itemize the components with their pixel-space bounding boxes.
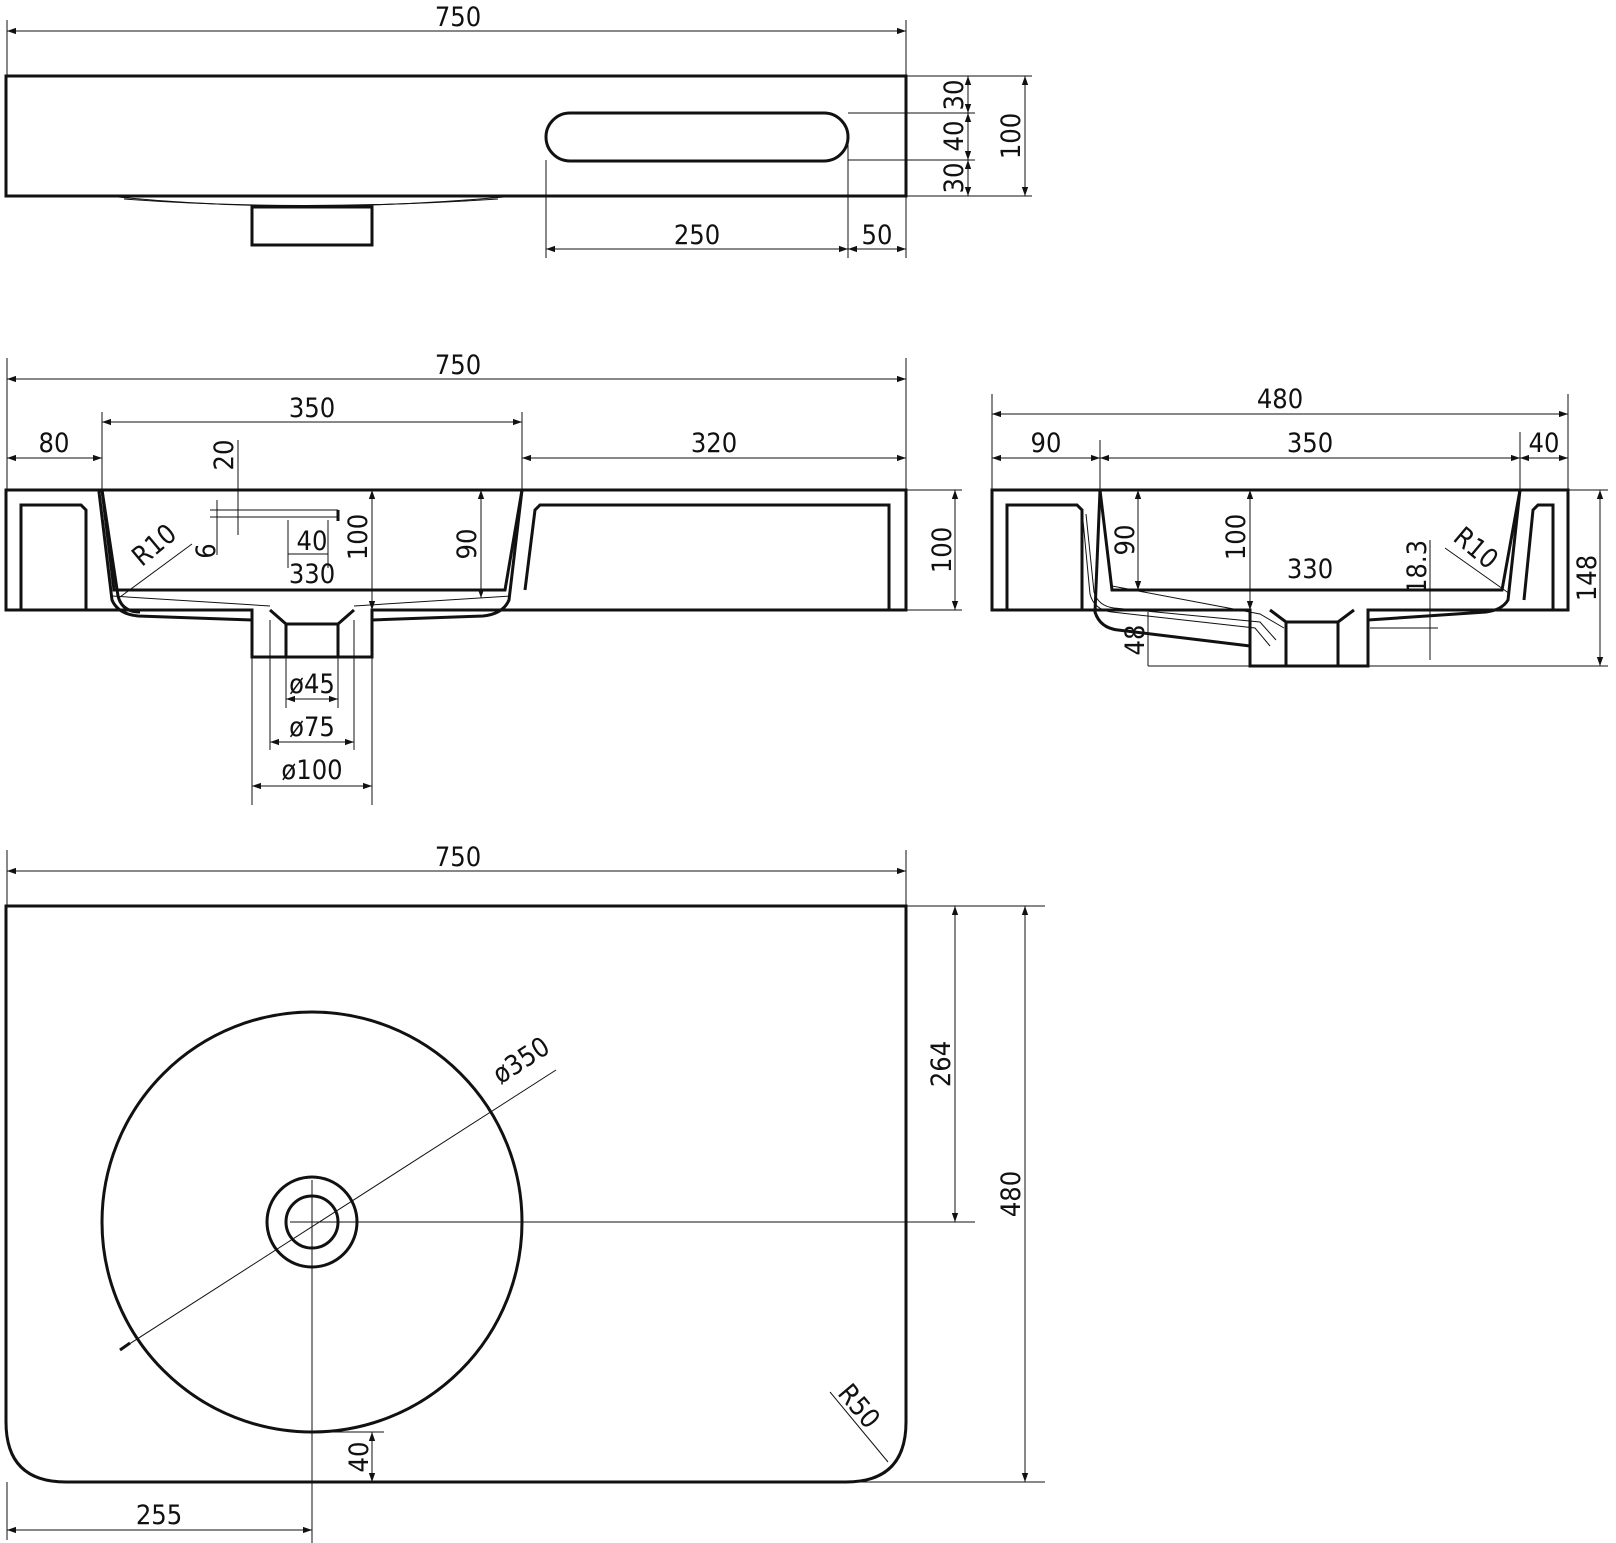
- front-section-view: 750 350 80 320 20 6: [4, 350, 962, 805]
- front-section-outline: [4, 488, 908, 659]
- top-height-label: 100: [996, 113, 1027, 159]
- plan-outline: [4, 904, 908, 1484]
- side-height-label: 148: [1572, 555, 1603, 601]
- front-radius-label: R10: [126, 518, 183, 572]
- side-18-3-label: 18.3: [1402, 540, 1433, 594]
- bowl-diameter-label: ø350: [487, 1031, 555, 1090]
- front-inner-100-label: 100: [343, 514, 374, 560]
- dim-40-label: 40: [297, 526, 328, 557]
- front-drain-taper: [269, 608, 355, 626]
- side-inner-100-label: 100: [1221, 514, 1252, 560]
- top-width-label: 750: [435, 2, 481, 33]
- slot-height-label: 40: [939, 121, 970, 152]
- side-right-offset-label: 40: [1529, 428, 1560, 459]
- side-basin-width-label: 350: [1287, 428, 1333, 459]
- side-section-view: 480 90 350 40 90 100 330 18.3: [990, 384, 1608, 668]
- overflow-slot: [544, 111, 850, 163]
- front-basin-width-label: 350: [289, 393, 335, 424]
- front-height-label: 100: [927, 527, 958, 573]
- drain-100-label: ø100: [281, 755, 342, 786]
- plan-depth-label: 480: [996, 1171, 1027, 1217]
- front-width-label: 750: [435, 350, 481, 381]
- slot-length-label: 250: [674, 220, 720, 251]
- side-depth-label: 480: [1257, 384, 1303, 415]
- front-right-offset-label: 320: [691, 428, 737, 459]
- top-drain-stub: [250, 205, 374, 247]
- side-section-outline: [990, 488, 1570, 668]
- center-offset-label: 255: [136, 1500, 182, 1531]
- top-body-outline: [4, 74, 908, 198]
- plan-view: 750 ø350 264 480 R50 40 255: [4, 842, 1045, 1543]
- slot-top-offset-label: 30: [939, 80, 970, 111]
- center-depth-label: 264: [926, 1041, 957, 1087]
- dim-6-label: 6: [191, 543, 222, 558]
- plan-width-label: 750: [435, 842, 481, 873]
- front-right-cavity: [523, 503, 891, 610]
- front-left-offset-label: 80: [39, 428, 70, 459]
- slot-bottom-offset-label: 30: [939, 163, 970, 194]
- top-view: 750 30 40 30 100 250 50: [4, 2, 1032, 258]
- side-radius-label: R10: [1447, 521, 1504, 575]
- front-gap-label: 40: [344, 1442, 375, 1473]
- front-basin-inner: [100, 489, 524, 592]
- drain-75-label: ø75: [289, 712, 335, 743]
- slot-end-offset-label: 50: [862, 220, 893, 251]
- dim-20-label: 20: [209, 440, 240, 471]
- drain-45-label: ø45: [289, 669, 335, 700]
- side-left-offset-label: 90: [1031, 428, 1062, 459]
- side-48-label: 48: [1120, 625, 1151, 656]
- side-330-label: 330: [1287, 554, 1333, 585]
- front-left-pocket: [19, 503, 88, 610]
- front-inner-90-label: 90: [452, 529, 483, 560]
- corner-radius-label: R50: [831, 1378, 885, 1435]
- front-330-label: 330: [289, 559, 335, 590]
- side-inner-90-label: 90: [1110, 525, 1141, 556]
